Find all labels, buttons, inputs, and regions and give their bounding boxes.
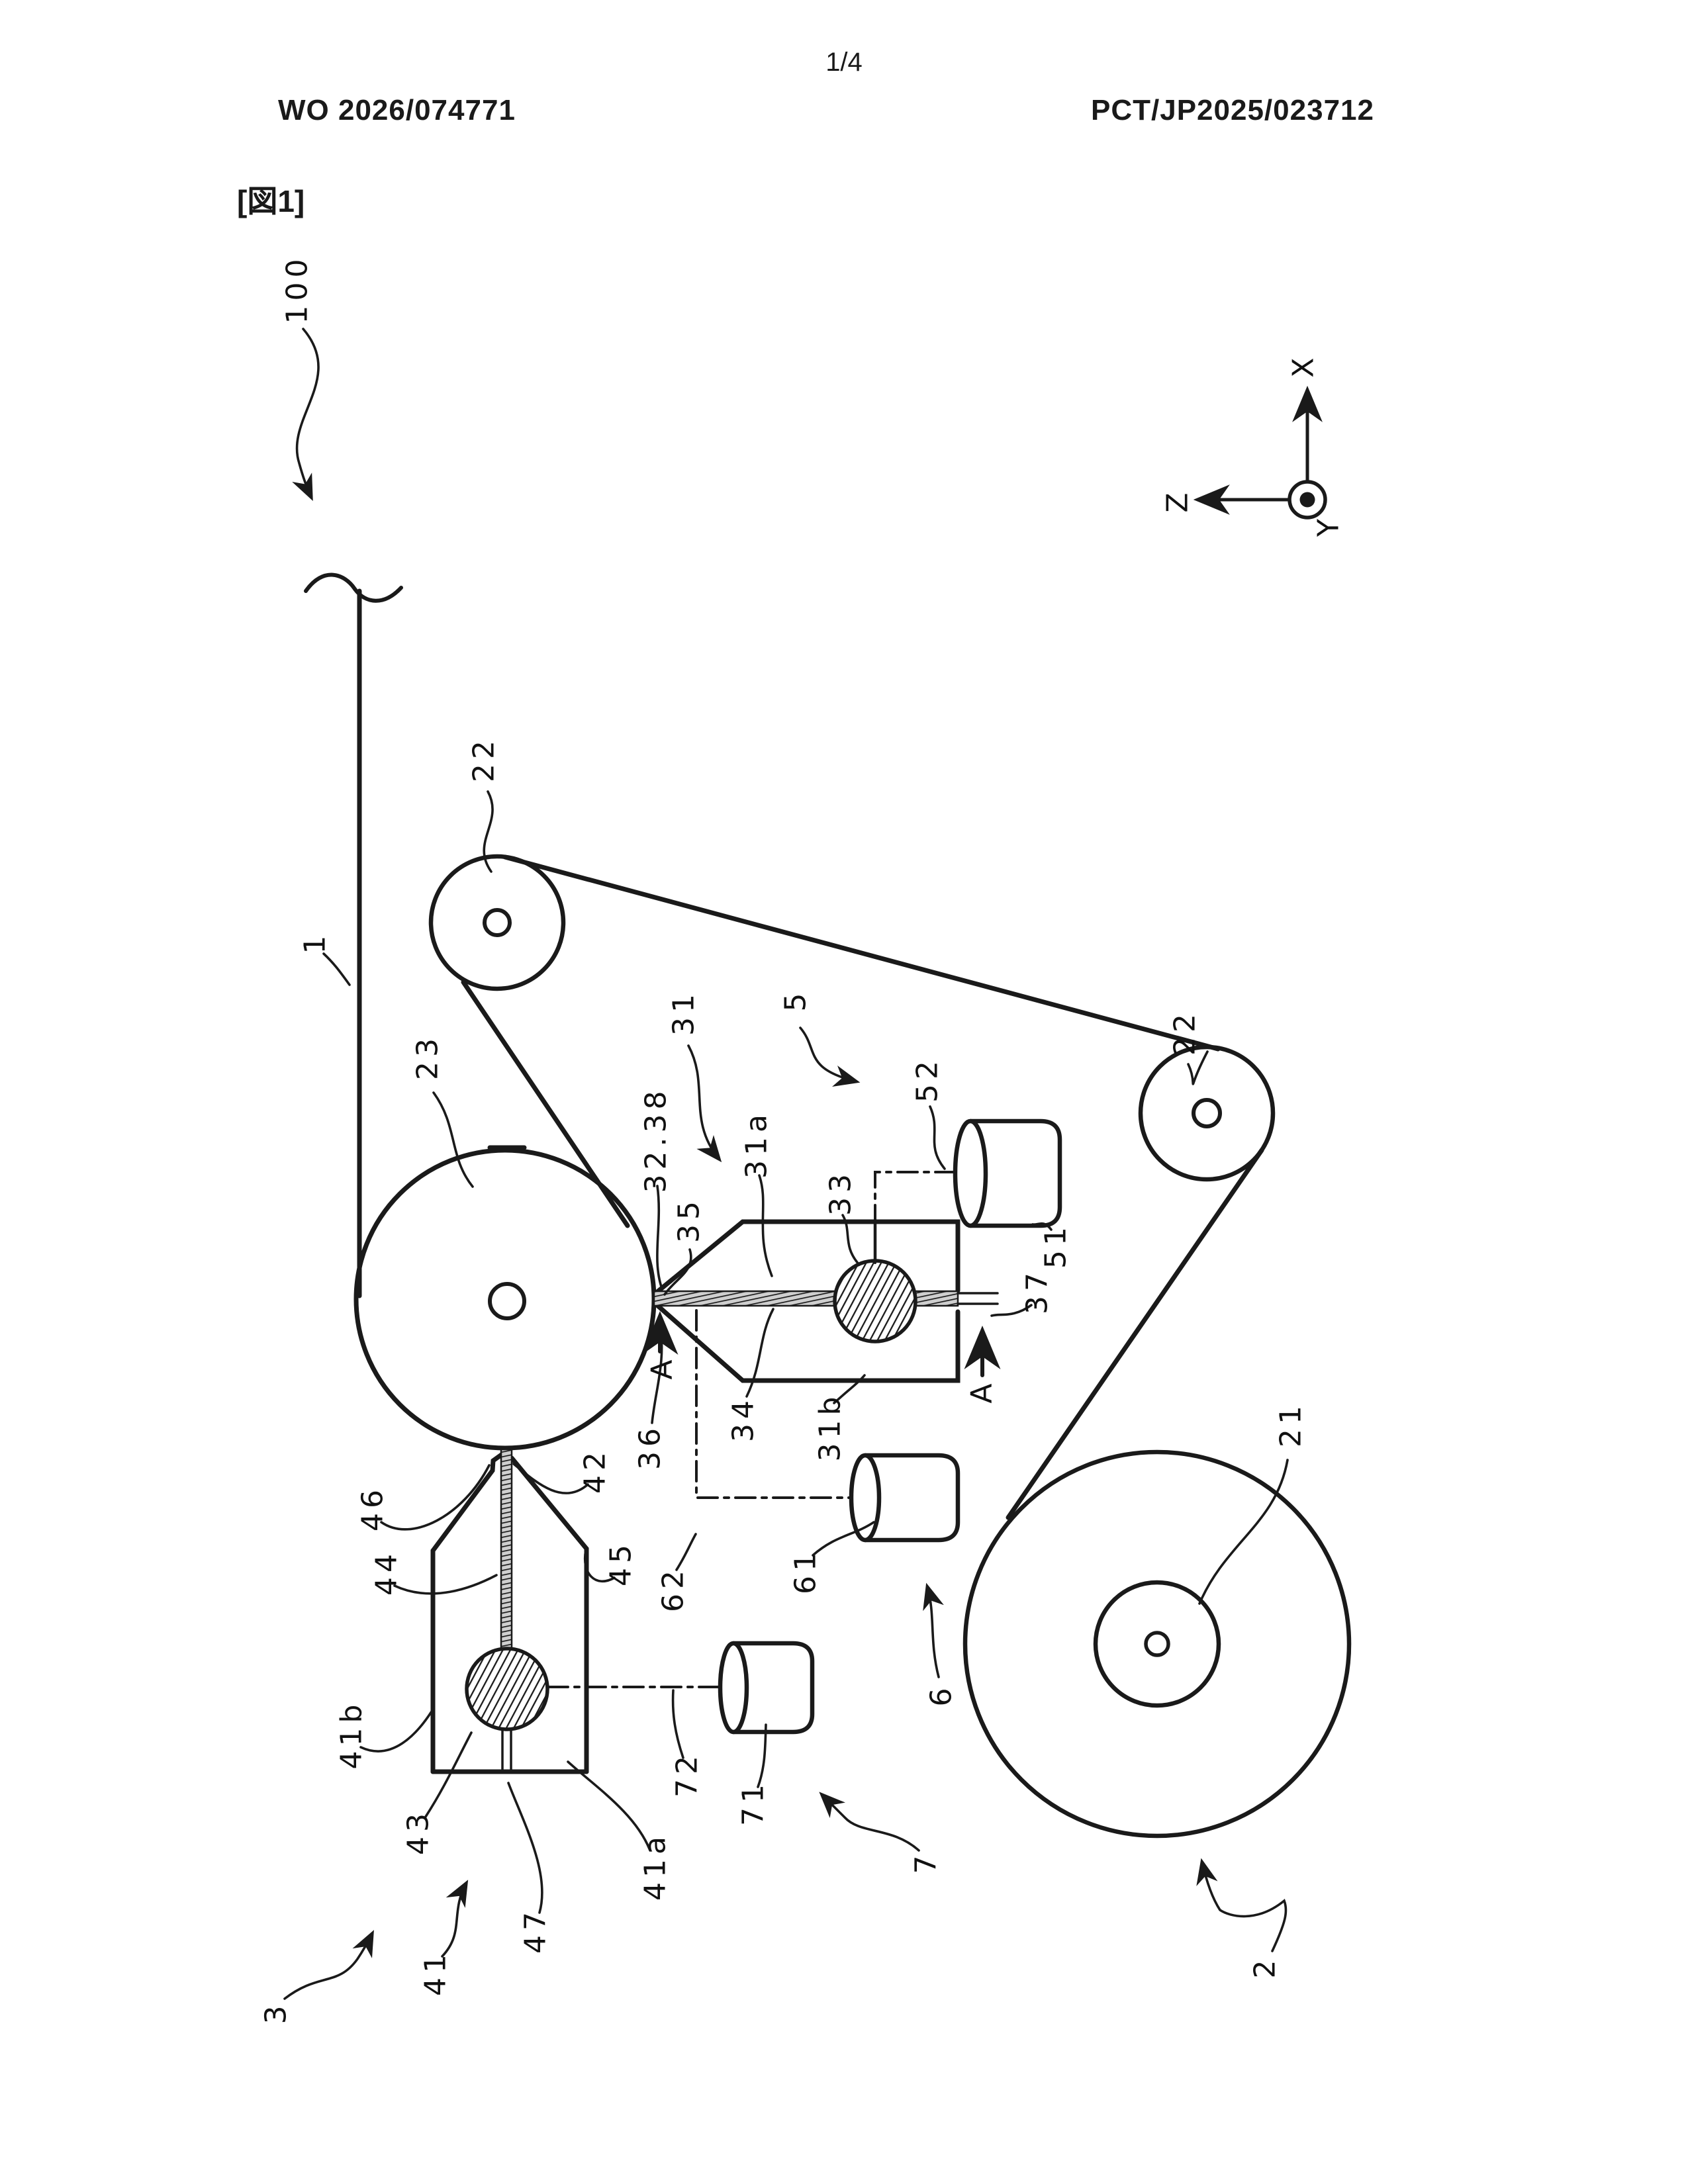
ref-41b: 41b: [335, 1700, 369, 1770]
ref-61: 61: [789, 1548, 823, 1594]
axis-dash-dot-lines: [547, 1171, 961, 1688]
section-label-a-right: A: [965, 1379, 999, 1403]
drive-axis-62: [695, 1309, 859, 1499]
ref-21: 21: [1274, 1401, 1308, 1447]
application-number: PCT/JP2025/023712: [1091, 94, 1374, 126]
motor-cylinder-71: [718, 1641, 815, 1735]
y-axis-label: Y: [1312, 514, 1346, 537]
web-sheet-line: [304, 572, 403, 1298]
ref-5: 5: [779, 989, 813, 1012]
nip-unit-31: [651, 1219, 999, 1383]
ref-31b: 31b: [814, 1392, 847, 1462]
ref-52: 52: [911, 1056, 945, 1103]
ref-33: 33: [824, 1169, 858, 1216]
ref-47: 47: [519, 1907, 553, 1954]
ref-32-38: 32.38: [639, 1087, 673, 1193]
ref-41: 41: [419, 1950, 453, 1996]
ref-100: 100: [281, 255, 314, 324]
ref-7: 7: [910, 1851, 943, 1874]
ref-3: 3: [259, 2001, 293, 2025]
ref-71: 71: [737, 1780, 771, 1826]
press-ball-43: [465, 1647, 549, 1731]
ref-35: 35: [673, 1197, 706, 1243]
section-arrows: [641, 1311, 1001, 1377]
ref-44: 44: [370, 1549, 404, 1596]
ref-37: 37: [1021, 1268, 1055, 1314]
ref-51: 51: [1039, 1222, 1073, 1269]
ref-2: 2: [1248, 1956, 1282, 1979]
page-number: 1/4: [825, 48, 863, 77]
publication-number: WO 2026/074771: [278, 94, 516, 126]
ref-62: 62: [657, 1566, 690, 1612]
drum-roller-23: [353, 1145, 657, 1451]
ref-31a: 31a: [740, 1110, 774, 1179]
web-strip-44: [500, 1448, 513, 1651]
motor-cylinder-61: [849, 1453, 961, 1543]
coordinate-axes: [1193, 385, 1327, 520]
ref-43: 43: [402, 1809, 436, 1855]
ref-41a: 41a: [639, 1832, 673, 1901]
motor-cylinder-52: [953, 1118, 1062, 1228]
reference-numerals: 100 1 22 22 23 21 2 31 5 52 51 32.38 35 …: [259, 255, 1346, 2025]
x-axis-label: X: [1287, 353, 1321, 377]
ref-22-right: 22: [1168, 1009, 1202, 1056]
ref-34: 34: [727, 1396, 761, 1442]
z-axis-label: Z: [1161, 488, 1195, 512]
ref-22-left: 22: [467, 736, 501, 782]
ref-36: 36: [633, 1424, 667, 1470]
figure-tag: [図1]: [237, 184, 305, 218]
y-axis-origin-dot: [1299, 492, 1315, 508]
ref-31: 31: [667, 989, 701, 1036]
wound-roll-21: [962, 1449, 1352, 1839]
guide-pulley-22-left: [428, 854, 566, 991]
sheet-break-symbol: [304, 572, 403, 603]
nip-unit-41: [430, 1448, 589, 1774]
drive-axis-52-line: [874, 1171, 961, 1264]
y-axis-origin-circle: [1288, 480, 1327, 520]
press-ball-33: [833, 1259, 917, 1343]
leader-lines: [283, 328, 1289, 2000]
belt-spans: [461, 854, 1264, 1520]
ref-6: 6: [925, 1684, 959, 1707]
ref-42: 42: [579, 1447, 612, 1494]
ref-1: 1: [299, 931, 332, 954]
ref-72: 72: [671, 1751, 704, 1797]
ref-46: 46: [356, 1485, 390, 1531]
section-label-a-left: A: [645, 1355, 679, 1379]
ref-45: 45: [604, 1540, 638, 1586]
ref-23: 23: [411, 1034, 445, 1080]
